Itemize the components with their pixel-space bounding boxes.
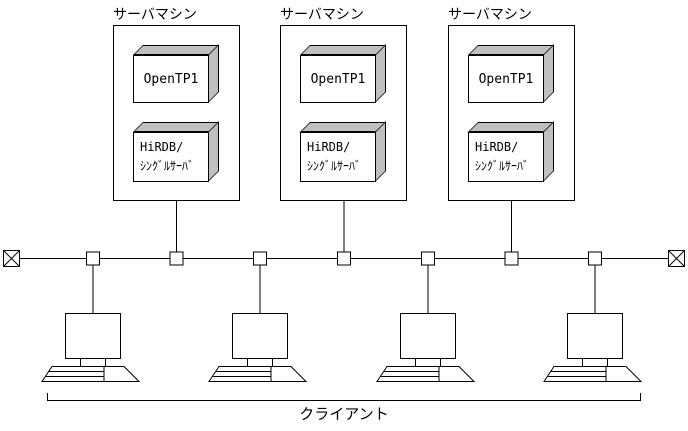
monitor [567, 313, 623, 359]
opentp1-box: OpenTP1 [300, 44, 386, 103]
hirdb-label-line2: ｼﾝｸﾞﾙｻｰﾊﾞ [307, 159, 362, 173]
server-machine-group-3: サーバマシン OpenTP1 HiRDB/ ｼﾝｸﾞﾙｻｰﾊﾞ [448, 6, 575, 202]
server-machine-label: サーバマシン [280, 7, 364, 23]
bus-tap-connector [588, 251, 602, 266]
bus-terminator-icon [3, 250, 20, 267]
opentp1-box: OpenTP1 [133, 44, 219, 103]
monitor-stand [582, 358, 608, 367]
monitor-stand [247, 358, 273, 367]
keyboard [543, 366, 643, 382]
hirdb-label-line1: HiRDB/ [307, 140, 351, 154]
hirdb-box: HiRDB/ ｼﾝｸﾞﾙｻｰﾊﾞ [300, 121, 386, 182]
monitor [65, 313, 121, 359]
keyboard [208, 366, 308, 382]
hirdb-box: HiRDB/ ｼﾝｸﾞﾙｻｰﾊﾞ [133, 121, 219, 182]
hirdb-label: HiRDB/ ｼﾝｸﾞﾙｻｰﾊﾞ [133, 132, 209, 182]
bus-tap-connector [504, 251, 519, 266]
server-machine-group-1: サーバマシン OpenTP1 HiRDB/ ｼﾝｸﾞﾙｻｰﾊﾞ [113, 6, 240, 202]
server-machine-box: OpenTP1 HiRDB/ ｼﾝｸﾞﾙｻｰﾊﾞ [448, 25, 575, 201]
server-machine-box: OpenTP1 HiRDB/ ｼﾝｸﾞﾙｻｰﾊﾞ [113, 25, 240, 201]
monitor [232, 313, 288, 359]
hirdb-label-line2: ｼﾝｸﾞﾙｻｰﾊﾞ [475, 159, 530, 173]
hirdb-label: HiRDB/ ｼﾝｸﾞﾙｻｰﾊﾞ [300, 132, 376, 182]
client-computer-icon [376, 313, 476, 382]
clients-group-bracket [47, 393, 641, 401]
bus-terminator-icon [668, 250, 685, 267]
clients-group-label: クライアント [299, 405, 389, 423]
opentp1-box: OpenTP1 [468, 44, 554, 103]
hirdb-label-line1: HiRDB/ [140, 140, 184, 154]
monitor-stand [80, 358, 106, 367]
bus-tap-connector [169, 251, 184, 266]
client-computer-icon [41, 313, 141, 382]
server-machine-label: サーバマシン [448, 7, 532, 23]
hirdb-label: HiRDB/ ｼﾝｸﾞﾙｻｰﾊﾞ [468, 132, 544, 182]
client-computer-icon [208, 313, 308, 382]
bus-tap-connector [421, 251, 435, 266]
hirdb-box: HiRDB/ ｼﾝｸﾞﾙｻｰﾊﾞ [468, 121, 554, 182]
server-machine-box: OpenTP1 HiRDB/ ｼﾝｸﾞﾙｻｰﾊﾞ [280, 25, 407, 201]
opentp1-label: OpenTP1 [468, 55, 544, 103]
opentp1-label: OpenTP1 [300, 55, 376, 103]
server-machine-group-2: サーバマシン OpenTP1 HiRDB/ ｼﾝｸﾞﾙｻｰﾊﾞ [280, 6, 407, 202]
monitor-stand [415, 358, 441, 367]
bus-tap-connector [253, 251, 267, 266]
bus-tap-connector [337, 251, 351, 266]
client-computer-icon [543, 313, 643, 382]
hirdb-label-line1: HiRDB/ [475, 140, 519, 154]
keyboard [376, 366, 476, 382]
keyboard [41, 366, 141, 382]
hirdb-label-line2: ｼﾝｸﾞﾙｻｰﾊﾞ [140, 159, 195, 173]
server-machine-label: サーバマシン [113, 7, 197, 23]
monitor [400, 313, 456, 359]
opentp1-label: OpenTP1 [133, 55, 209, 103]
bus-tap-connector [86, 251, 100, 266]
